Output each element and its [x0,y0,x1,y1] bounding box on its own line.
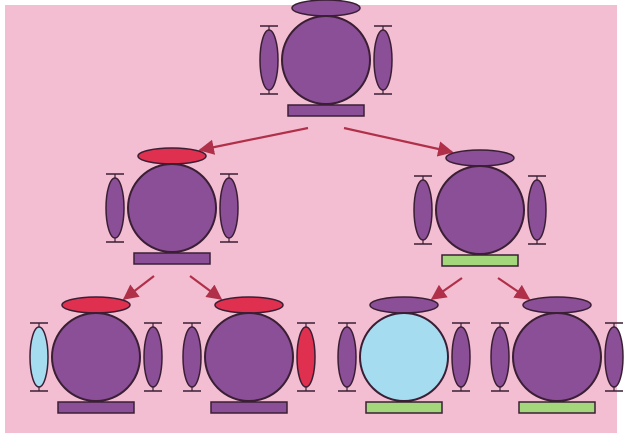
node-mid-right-left-part [413,175,433,245]
arrow-mid-left-to-leaf-2 [189,275,223,300]
node-root-bottom-part [287,104,365,117]
node-leaf-1-left-part [29,322,49,392]
node-leaf-1 [29,296,163,414]
node-mid-right [413,149,547,267]
node-leaf-2 [182,296,316,414]
nodes-layer [29,0,624,414]
node-mid-left-bottom-part [133,252,211,265]
node-leaf-2-right-part [296,322,316,392]
node-leaf-3-top-part [369,296,439,314]
arrow-mid-right-to-leaf-4 [497,277,531,300]
node-leaf-4-left-part [490,322,510,392]
node-mid-left [105,147,239,265]
node-leaf-2-center-part [204,312,294,402]
node-leaf-4-top-part [522,296,592,314]
node-root [259,0,393,117]
node-leaf-3-right-part [451,322,471,392]
node-mid-left-right-part [219,173,239,243]
node-mid-right-right-part [527,175,547,245]
arrow-root-to-mid-right [343,126,454,157]
node-root-right-part [373,25,393,95]
node-mid-left-top-part [137,147,207,165]
node-leaf-2-top-part [214,296,284,314]
arrow-mid-left-to-leaf-1 [122,275,155,300]
node-leaf-4-right-part [604,322,624,392]
node-root-top-part [291,0,361,17]
node-leaf-3-bottom-part [365,401,443,414]
node-mid-right-bottom-part [441,254,519,267]
node-leaf-2-bottom-part [210,401,288,414]
node-mid-left-left-part [105,173,125,243]
node-leaf-1-center-part [51,312,141,402]
node-leaf-1-bottom-part [57,401,135,414]
node-leaf-4-bottom-part [518,401,596,414]
node-leaf-1-top-part [61,296,131,314]
node-leaf-2-left-part [182,322,202,392]
node-mid-left-center-part [127,163,217,253]
node-mid-right-top-part [445,149,515,167]
arrows-layer [122,126,531,300]
arrow-root-to-mid-left [198,126,309,155]
node-leaf-3 [337,296,471,414]
arrow-mid-right-to-leaf-3 [430,277,463,300]
node-leaf-3-left-part [337,322,357,392]
node-mid-right-center-part [435,165,525,255]
node-leaf-1-right-part [143,322,163,392]
node-leaf-4-center-part [512,312,602,402]
node-leaf-3-center-part [359,312,449,402]
node-leaf-4 [490,296,624,414]
node-root-left-part [259,25,279,95]
node-root-center-part [281,15,371,105]
